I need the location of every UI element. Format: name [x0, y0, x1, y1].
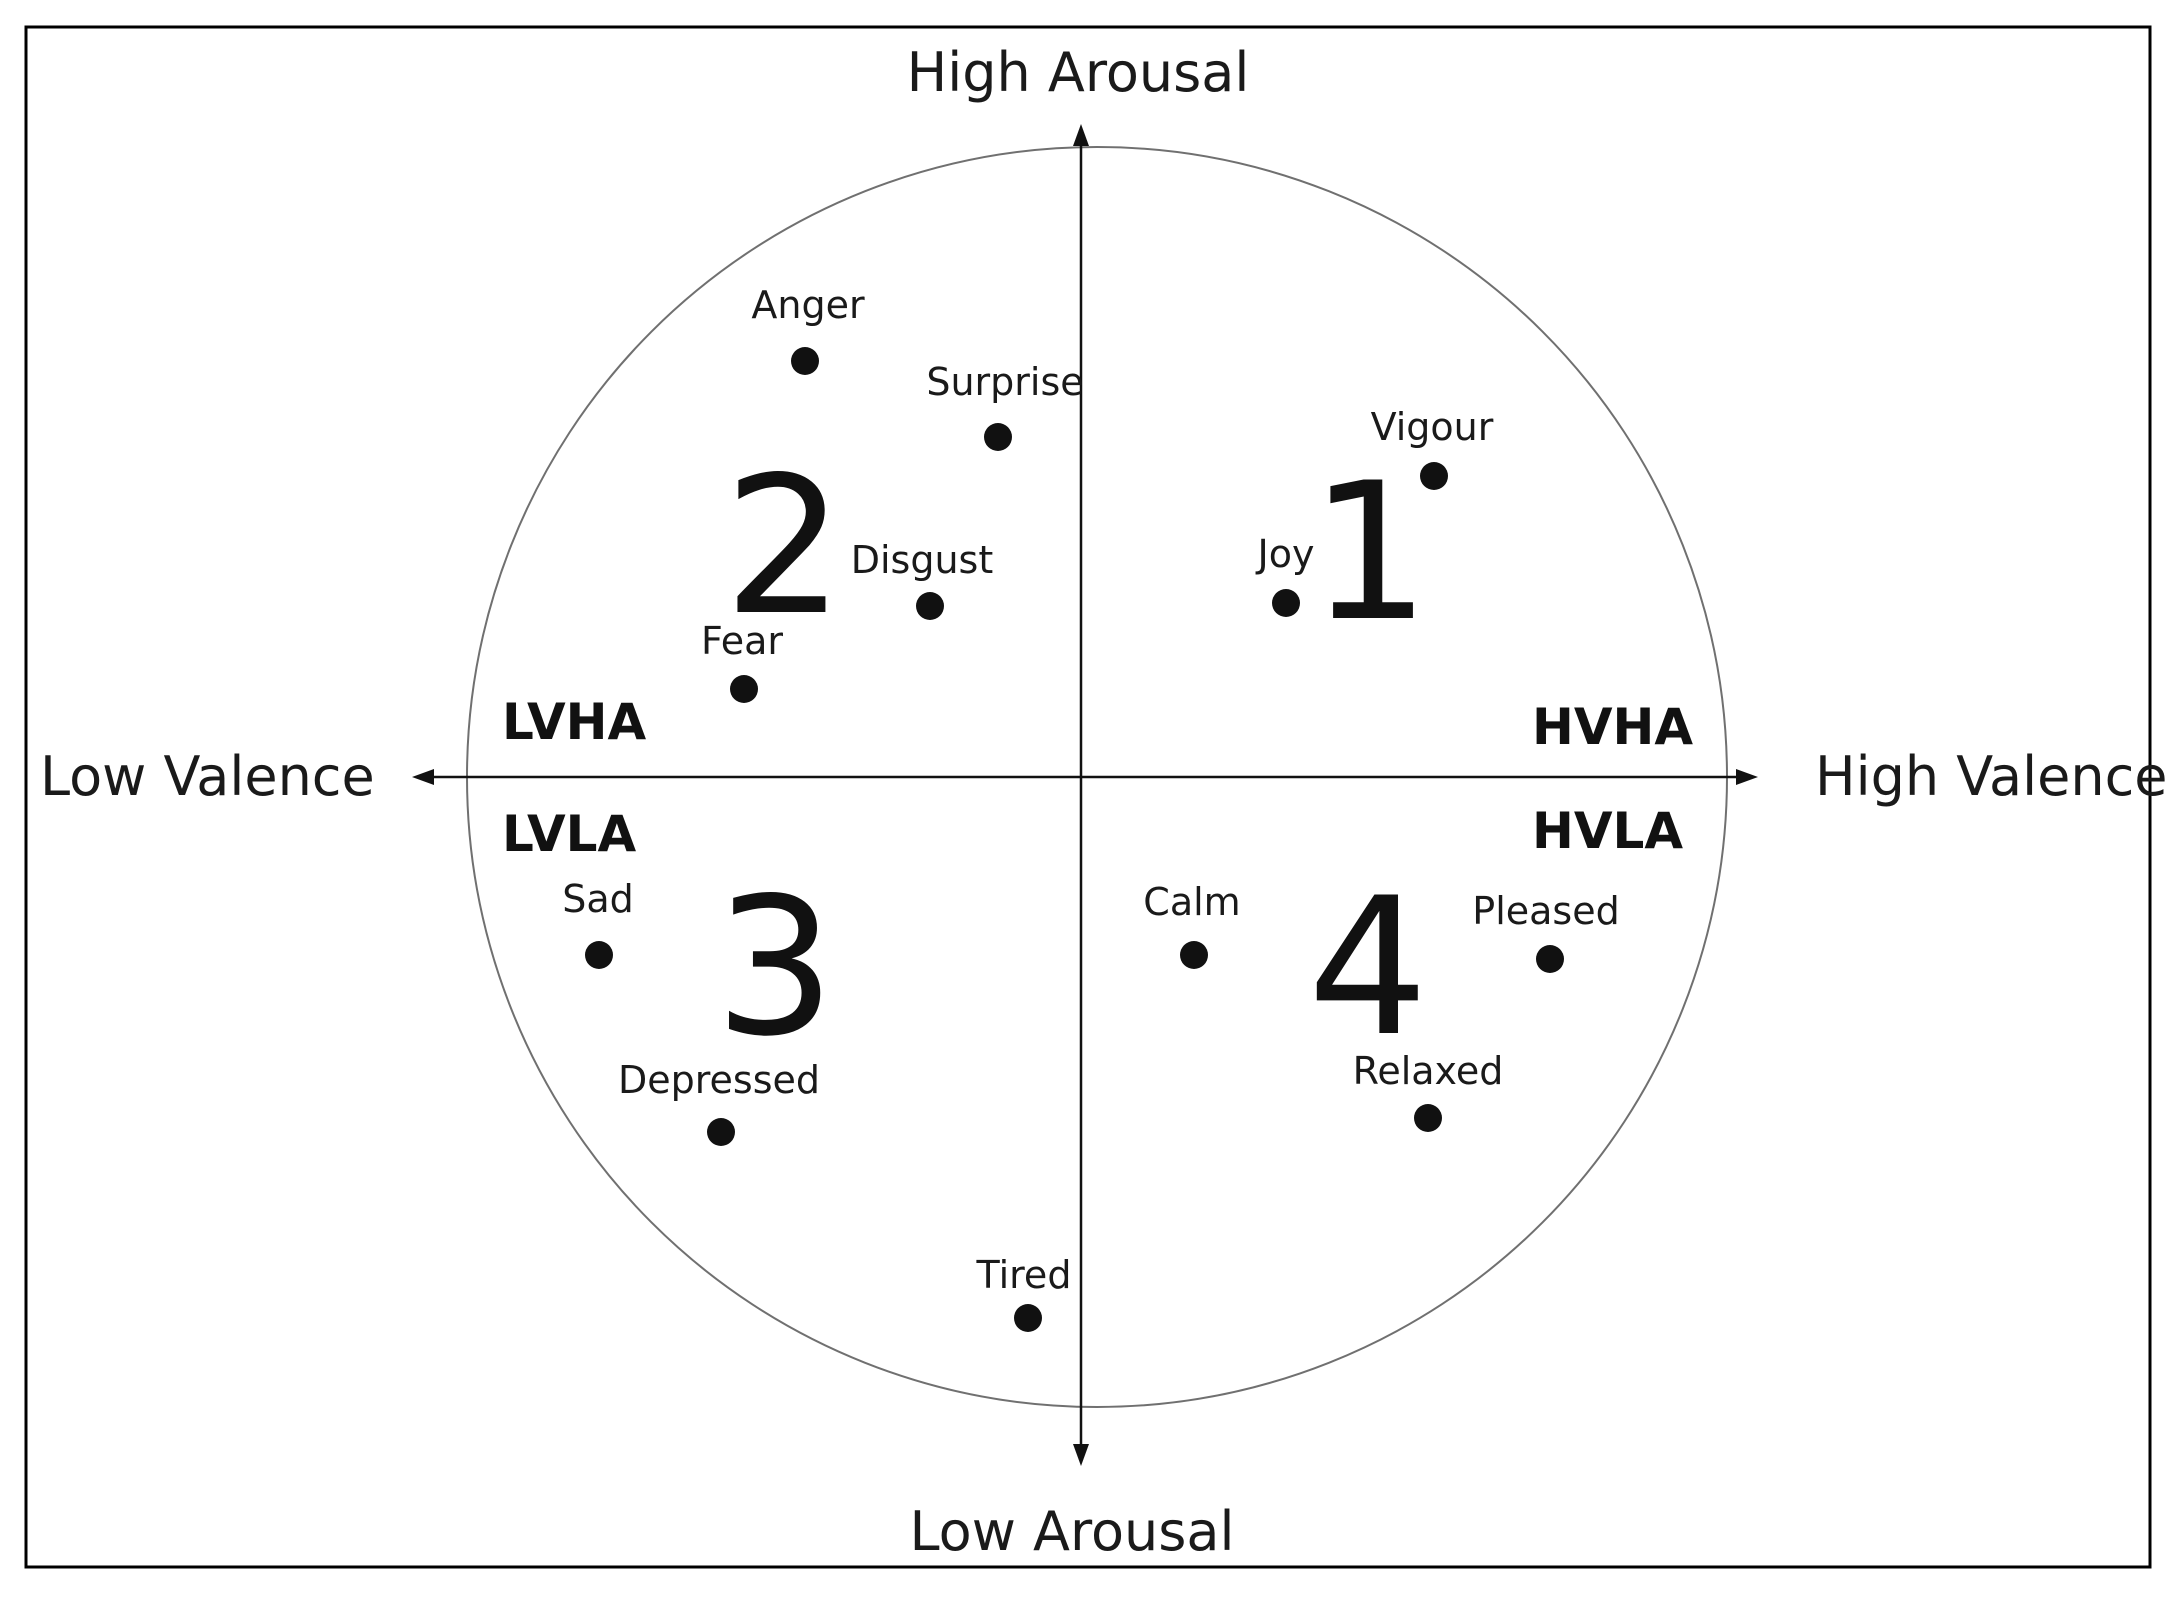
emotion-dot — [1414, 1104, 1442, 1132]
emotion-dot — [1272, 589, 1300, 617]
axis-label-low-valence: Low Valence — [40, 745, 375, 808]
emotion-point-tired: Tired — [976, 1253, 1072, 1332]
emotion-point-calm: Calm — [1143, 880, 1241, 969]
emotion-dot — [791, 347, 819, 375]
figure-frame — [24, 25, 2152, 1569]
emotion-point-disgust: Disgust — [851, 538, 994, 620]
emotion-dot — [707, 1118, 735, 1146]
axis-label-low-arousal: Low Arousal — [910, 1500, 1235, 1563]
quadrant-number-2: 2 — [724, 436, 845, 657]
quadrant-number-3: 3 — [715, 857, 836, 1078]
emotion-label: Vigour — [1371, 405, 1494, 449]
quadrant-code-lvla: LVLA — [502, 805, 637, 863]
emotion-point-joy: Joy — [1256, 532, 1315, 617]
emotion-label: Calm — [1143, 880, 1240, 924]
axis-label-high-valence: High Valence — [1815, 745, 2167, 808]
quadrant-code-lvha: LVHA — [502, 693, 647, 751]
arousal-axis-up-arrowhead — [1073, 124, 1089, 146]
emotion-label: Tired — [976, 1253, 1072, 1297]
emotion-label: Disgust — [851, 538, 994, 582]
emotion-point-depressed: Depressed — [618, 1058, 820, 1146]
emotion-dot — [1536, 945, 1564, 973]
emotion-point-anger: Anger — [751, 283, 865, 375]
axis-label-high-arousal: High Arousal — [907, 41, 1250, 104]
emotion-dot — [1420, 462, 1448, 490]
emotion-point-pleased: Pleased — [1472, 889, 1620, 973]
emotion-label: Relaxed — [1353, 1049, 1504, 1093]
emotion-point-relaxed: Relaxed — [1353, 1049, 1504, 1132]
emotion-label: Anger — [751, 283, 865, 327]
quadrant-code-hvha: HVHA — [1532, 698, 1693, 756]
emotion-dot — [730, 675, 758, 703]
valence-axis-left-arrowhead — [412, 769, 434, 785]
emotion-label: Pleased — [1472, 889, 1619, 933]
emotion-point-sad: Sad — [562, 877, 634, 969]
emotion-label: Joy — [1256, 532, 1315, 576]
quadrant-code-hvla: HVLA — [1532, 802, 1683, 860]
emotion-dot — [916, 592, 944, 620]
quadrant-number-4: 4 — [1308, 857, 1429, 1078]
arousal-axis-down-arrowhead — [1073, 1444, 1089, 1466]
emotion-label: Surprise — [926, 360, 1083, 404]
emotion-label: Sad — [562, 877, 634, 921]
emotion-dot — [585, 941, 613, 969]
quadrant-number-1: 1 — [1310, 442, 1431, 663]
emotion-dot — [984, 423, 1012, 451]
emotion-label: Depressed — [618, 1058, 820, 1102]
emotion-point-vigour: Vigour — [1371, 405, 1494, 490]
valence-axis-right-arrowhead — [1736, 769, 1758, 785]
emotion-dot — [1180, 941, 1208, 969]
emotion-label: Fear — [701, 619, 783, 663]
emotion-point-fear: Fear — [701, 619, 783, 703]
emotion-dot — [1014, 1304, 1042, 1332]
emotion-point-surprise: Surprise — [926, 360, 1084, 451]
